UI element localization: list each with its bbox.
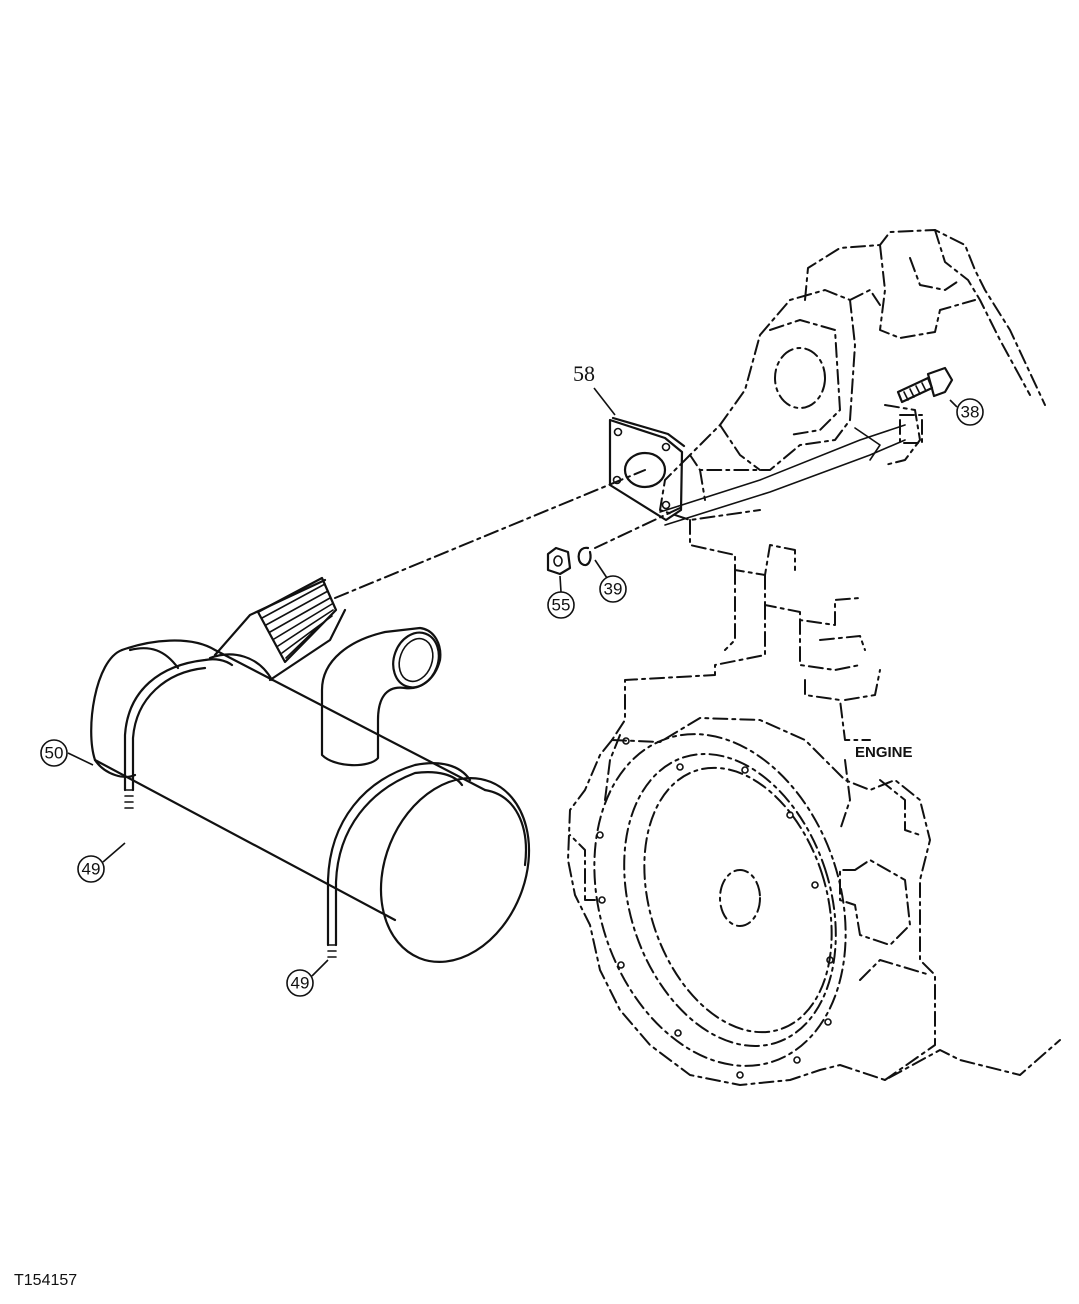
callout-38: 38 bbox=[949, 398, 984, 426]
engine-outline bbox=[567, 229, 1061, 1086]
flange-bolt-holes bbox=[596, 737, 834, 1079]
callout-58: 58 bbox=[573, 361, 616, 416]
callout-39: 39 bbox=[594, 559, 627, 603]
svg-text:49: 49 bbox=[291, 974, 310, 993]
svg-text:39: 39 bbox=[604, 580, 623, 599]
nut[interactable] bbox=[546, 546, 572, 576]
callout-49-right: 49 bbox=[286, 959, 329, 997]
svg-text:49: 49 bbox=[82, 860, 101, 879]
svg-text:50: 50 bbox=[45, 744, 64, 763]
callout-49-left: 49 bbox=[77, 842, 126, 883]
svg-text:58: 58 bbox=[573, 361, 595, 386]
lock-washer[interactable] bbox=[577, 546, 592, 567]
engine-label: ENGINE bbox=[855, 744, 913, 761]
gasket[interactable] bbox=[608, 416, 686, 522]
flex-pipe bbox=[256, 576, 338, 664]
callout-55: 55 bbox=[547, 575, 575, 619]
callout-50: 50 bbox=[40, 739, 94, 767]
bolt[interactable] bbox=[896, 366, 954, 404]
svg-text:38: 38 bbox=[961, 403, 980, 422]
muffler[interactable] bbox=[90, 576, 555, 984]
svg-text:55: 55 bbox=[552, 596, 571, 615]
figure-id: T154157 bbox=[14, 1272, 78, 1289]
